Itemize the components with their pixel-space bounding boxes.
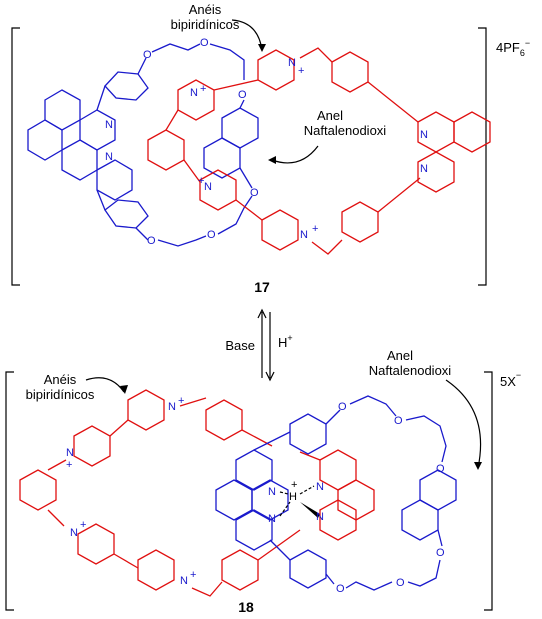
blue-lower-arm-17: O O O xyxy=(96,187,259,247)
label-naphthalene-17-line2: Naftalenodioxi xyxy=(304,123,386,138)
red-cyclophane-17: N + N + N + N + xyxy=(147,47,421,255)
arrowhead-naphthalene-17 xyxy=(268,156,276,164)
atom-o: O xyxy=(147,235,156,247)
atom-o: O xyxy=(436,463,445,475)
atom-n: N xyxy=(420,163,428,175)
atom-o: O xyxy=(336,583,345,595)
label-bipyridinium-18-line2: bipiridínicos xyxy=(26,387,95,402)
atom-h: H xyxy=(289,491,297,503)
atom-n: N xyxy=(300,229,308,241)
label-naphthalene-17-line1: Anel xyxy=(317,108,343,123)
atom-o: O xyxy=(238,89,247,101)
compound-number-17: 17 xyxy=(254,279,270,295)
blue-phenanthroline-18: N N xyxy=(215,449,289,551)
atom-n: N xyxy=(204,181,212,193)
bracket-left-17 xyxy=(11,27,20,286)
blue-naphthalene-17 xyxy=(203,99,259,189)
atom-o: O xyxy=(143,49,152,61)
equilibrium-arrows: Base H+ xyxy=(225,308,293,382)
label-base: Base xyxy=(225,338,255,353)
structure-18: 5X− Anéis bipiridínicos Anel Naftalenodi… xyxy=(5,348,521,615)
blue-lower-arm-18: O O xyxy=(269,539,441,595)
atom-n: N xyxy=(180,575,188,587)
arrow-bipyridinium-18 xyxy=(85,377,125,393)
atom-n: N xyxy=(420,129,428,141)
atom-n: N xyxy=(316,511,324,523)
blue-upper-arm-18: O O O xyxy=(253,395,447,475)
atom-o: O xyxy=(207,229,216,241)
blue-naphthalene-18: O xyxy=(401,469,457,559)
counterion-18: 5X− xyxy=(500,370,521,389)
red-phenanthroline-18: N N xyxy=(299,449,375,541)
bracket-right-18 xyxy=(484,371,493,611)
atom-plus: + xyxy=(291,479,297,491)
atom-o: O xyxy=(250,187,259,199)
atom-plus: + xyxy=(66,459,72,471)
blue-upper-arm-17: O O O xyxy=(96,37,247,111)
label-bipyridinium-17-line2: bipiridínicos xyxy=(171,17,240,32)
atom-plus: + xyxy=(80,519,86,531)
structure-17: 4PF6− Anéis bipiridínicos Anel Naftaleno… xyxy=(11,2,530,295)
atom-n: N xyxy=(66,447,74,459)
label-naphthalene-18-line1: Anel xyxy=(387,348,413,363)
atom-o: O xyxy=(200,37,209,49)
arrow-naphthalene-17 xyxy=(271,145,319,164)
atom-o: O xyxy=(436,547,445,559)
blue-phenanthroline-17: N N xyxy=(27,89,133,201)
red-cyclophane-18: N + N + N + N + xyxy=(19,389,301,597)
arrowhead-bipyridinium-18 xyxy=(120,385,128,394)
atom-n: N xyxy=(268,486,276,498)
arrow-naphthalene-18 xyxy=(445,379,482,469)
atom-n: N xyxy=(105,119,113,131)
atom-plus: + xyxy=(298,65,304,77)
atom-n: N xyxy=(316,481,324,493)
atom-n: N xyxy=(288,57,296,69)
atom-plus: + xyxy=(198,175,204,187)
proton-coordination-18: H + xyxy=(279,479,320,518)
bracket-left-18 xyxy=(5,371,14,611)
atom-plus: + xyxy=(178,395,184,407)
red-phenanthroline-17: N N xyxy=(417,111,491,193)
compound-number-18: 18 xyxy=(238,599,254,615)
label-h-plus: H+ xyxy=(278,333,293,350)
atom-n: N xyxy=(268,513,276,525)
label-bipyridinium-17-line1: Anéis xyxy=(189,2,222,17)
atom-o: O xyxy=(338,401,347,413)
atom-plus: + xyxy=(190,569,196,581)
bracket-right-17 xyxy=(478,27,487,286)
atom-plus: + xyxy=(200,83,206,95)
atom-n: N xyxy=(168,401,176,413)
atom-n: N xyxy=(105,151,113,163)
label-naphthalene-18-line2: Naftalenodioxi xyxy=(369,363,451,378)
atom-o: O xyxy=(394,415,403,427)
atom-o: O xyxy=(396,577,405,589)
atom-n: N xyxy=(190,87,198,99)
arrowhead-naphthalene-18 xyxy=(474,462,482,470)
arrowhead-bipyridinium-17 xyxy=(258,44,266,52)
counterion-17: 4PF6− xyxy=(496,38,530,58)
atom-plus: + xyxy=(312,223,318,235)
atom-n: N xyxy=(70,527,78,539)
label-bipyridinium-18-line1: Anéis xyxy=(44,372,77,387)
